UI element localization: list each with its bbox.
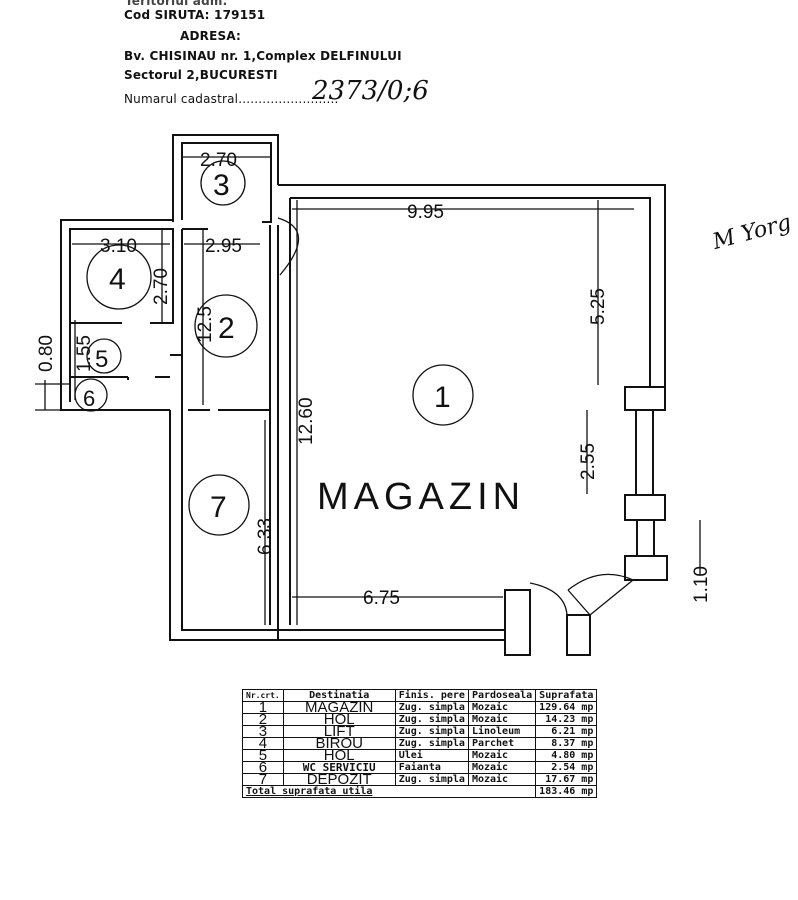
table-cell: Zug. simpla [394,713,469,726]
table-cell: Mozaic [467,713,537,726]
header-finisaj: Finis. pere [394,689,469,702]
room-2-circle [194,294,258,358]
dimension-lines [35,156,701,625]
table-cell: Mozaic [467,701,537,714]
table-cell: 4.80 mp [535,749,598,762]
room-number-5: 5 [95,346,108,373]
dim-1-55: 1.55 [74,335,95,372]
table-cell: Zug. simpla [394,701,469,714]
table-cell: Linoleum [467,725,537,738]
dim-2-55: 2.55 [578,443,599,480]
total-label: Total suprafata utila [241,785,537,798]
dim-1-10: 1.10 [691,566,712,603]
address-line-1: Bv. CHISINAU nr. 1,Complex DELFINULUI [124,49,402,63]
table-cell: 17.67 mp [535,773,598,786]
table-cell: Zug. simpla [394,725,469,738]
table-cell: Mozaic [467,749,537,762]
dim-9-95: 9.95 [407,202,444,223]
table-cell: 129.64 mp [535,701,598,714]
room-number-6: 6 [83,386,95,411]
table-cell: HOL [282,748,396,763]
dim-0-80: 0.80 [36,335,57,372]
header-cut-line: Teritoriul adm. [125,0,228,8]
dim-3-10: 3.10 [100,236,137,257]
table-cell: 6.21 mp [535,725,598,738]
dim-12-60: 12.60 [296,397,317,445]
table-cell: DEPOZIT [282,772,396,787]
dim-6-33: 6.33 [255,518,276,555]
table-cell: Ulei [394,749,469,762]
header-pardoseala: Pardoseala [467,689,537,702]
siruta-code: Cod SIRUTA: 179151 [124,8,266,22]
dim-5-25: 5.25 [588,288,609,325]
walls [60,134,668,656]
dim-2-70-vertical: 2.70 [151,268,172,305]
room-number-4: 4 [109,263,126,296]
table-cell: 8.37 mp [535,737,598,750]
room-7-circle [188,474,250,536]
room-markers: 3 4 2 5 6 1 7 MAGAZIN [74,160,525,536]
table-cell: 2.54 mp [535,761,598,774]
room-number-3: 3 [213,169,230,202]
room-number-1: 1 [434,381,451,414]
room-number-2: 2 [218,312,235,345]
table-cell: Faianta [394,761,469,774]
table-cell: MAGAZIN [282,700,396,715]
room-4-circle [86,244,152,310]
table-header-row: Nr.crt. Destinatia Finis. pere Pardoseal… [242,689,598,702]
header-suprafata: Suprafata [535,689,598,702]
room-label-magazin: MAGAZIN [317,476,525,518]
rooms-table: Nr.crt. Destinatia Finis. pere Pardoseal… [241,689,598,798]
room-5-circle [86,338,122,374]
dim-2-95: 2.95 [205,236,242,257]
table-cell: Parchet [467,737,537,750]
room-3-circle [200,160,246,206]
cadastral-number: 2373/0;6 [312,76,429,106]
table-cell: Zug. simpla [394,737,469,750]
cadastral-label: Numarul cadastral.......................… [124,92,339,106]
dim-12-5: 12.5 [195,306,216,343]
table-cell: Mozaic [467,773,537,786]
table-cell: Zug. simpla [394,773,469,786]
room-6-circle [74,378,108,412]
table-cell: 7 [242,772,284,787]
total-value: 183.46 mp [535,785,598,798]
room-number-7: 7 [210,491,227,524]
table-cell: 14.23 mp [535,713,598,726]
dimension-labels: 2.70 3.10 2.95 2.70 12.5 1.55 0.80 12.60… [36,150,712,609]
dim-6-75: 6.75 [363,588,400,609]
dim-2-70-top: 2.70 [200,150,237,171]
address-line-2: Sectorul 2,BUCURESTI [124,68,278,82]
room-1-circle [412,364,474,426]
address-label: ADRESA: [180,29,242,43]
table-total-row: Total suprafata utila 183.46 mp [241,785,598,798]
table-cell: Mozaic [467,761,537,774]
